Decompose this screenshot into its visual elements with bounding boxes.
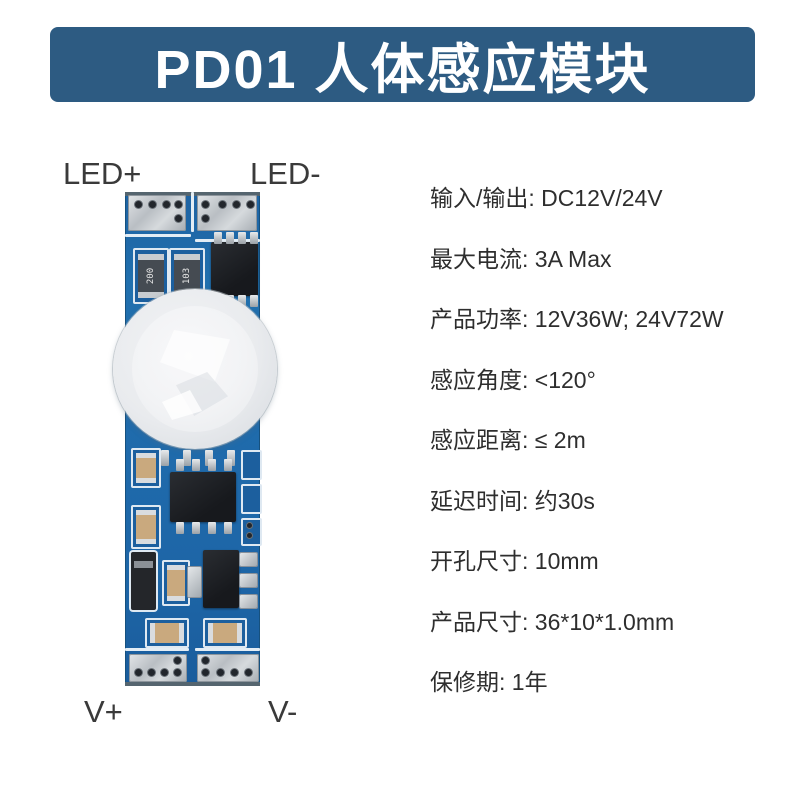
page-title: PD01 人体感应模块 [154,40,651,100]
spec-line-sensing-distance: 感应距离: ≤ 2m [430,427,586,454]
capacitor [145,618,189,648]
capacitor [162,560,190,606]
board-edge [125,682,260,686]
resistor-marking: 200 [145,267,156,285]
pcb-board-photo: 200 103 [113,192,277,686]
pir-lens-dome [113,289,277,449]
title-banner: PD01 人体感应模块 [50,27,755,102]
pin-label-v-plus: V+ [84,694,123,729]
solder-pad-v-minus [197,654,259,682]
pin-label-v-minus: V- [268,694,298,729]
spec-line-sensing-angle: 感应角度: <120° [430,366,596,393]
capacitor [203,618,247,648]
solder-pad-v-plus [129,654,187,682]
regulator-lead [240,553,257,566]
spec-line-input-output: 输入/输出: DC12V/24V [430,185,663,212]
pin-label-led-minus: LED- [250,156,321,191]
silkscreen-line [125,648,189,651]
regulator-tab [188,567,201,597]
silkscreen-line [125,234,191,237]
spec-line-max-current: 最大电流: 3A Max [430,245,612,272]
spec-line-power: 产品功率: 12V36W; 24V72W [430,306,724,333]
smd-pad [241,518,262,546]
regulator-lead [240,595,257,608]
regulator-lead [240,574,257,587]
pir-pin [205,450,213,466]
pir-pin [161,450,169,466]
voltage-regulator [203,550,239,608]
diode [131,552,156,610]
solder-pad-led-plus [128,195,186,231]
spec-line-product-size: 产品尺寸: 36*10*1.0mm [430,608,675,635]
capacitor [131,448,161,488]
capacitor [131,505,161,549]
pir-pin [183,450,191,466]
smd-pad [241,484,262,514]
pir-pin [227,450,235,466]
smd-pad [241,450,262,480]
pir-lens-facets [132,306,258,432]
ic-chip-main [170,472,236,522]
silkscreen-line [191,192,194,232]
pin-label-led-plus: LED+ [63,156,142,191]
resistor-marking: 103 [181,267,192,285]
spec-list: 输入/输出: DC12V/24V 最大电流: 3A Max 产品功率: 12V3… [430,166,790,711]
spec-line-hole-size: 开孔尺寸: 10mm [430,548,599,575]
solder-pad-led-minus [197,195,257,231]
spec-line-delay-time: 延迟时间: 约30s [430,487,595,514]
spec-line-warranty: 保修期: 1年 [430,669,548,696]
silkscreen-line [195,648,260,651]
ic-chip-small [211,242,258,296]
